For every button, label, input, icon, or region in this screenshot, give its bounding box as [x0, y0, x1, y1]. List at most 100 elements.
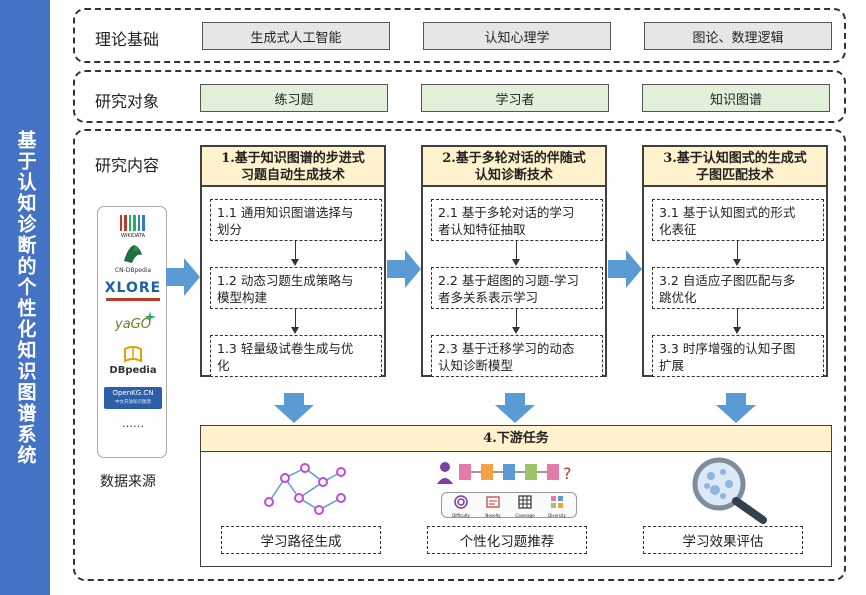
- theory-label: 理论基础: [95, 30, 160, 49]
- dbpedia-logo-text: DBpedia: [109, 365, 157, 376]
- flow-connector: [737, 241, 738, 259]
- sub-text-line: 3.3 时序增强的认知子图: [659, 341, 796, 356]
- sub-text-line: 认知诊断模型: [438, 358, 514, 373]
- flow-connector: [516, 241, 517, 259]
- downstream-task-title: 4.下游任务: [201, 426, 831, 452]
- tech-box-1: 1.基于知识图谱的步进式 习题自动生成技术 1.1 通用知识图谱选择与 划分 1…: [200, 145, 386, 377]
- tech-box-2-sub-1: 2.1 基于多轮对话的学习 者认知特征抽取: [431, 199, 603, 241]
- openkg-logo-subtext: 中文开放知识图谱: [115, 400, 151, 405]
- recommendation-flow-icon: ?: [437, 462, 572, 484]
- flow-arrowhead-icon: [291, 259, 299, 266]
- tech-box-2-sub-2: 2.2 基于超图的习题-学习 者多关系表示学习: [431, 267, 603, 309]
- sub-text-line: 3.1 基于认知图式的形式: [659, 205, 796, 220]
- arrow-down-icon: [495, 393, 535, 423]
- cndbpedia-logo-icon: [124, 245, 142, 263]
- metric-difficulty: Difficulty: [446, 494, 476, 518]
- flow-connector: [295, 241, 296, 259]
- coverage-icon: [518, 495, 532, 509]
- flow-connector: [737, 309, 738, 327]
- tech-box-2-sub-3: 2.3 基于迁移学习的动态 认知诊断模型: [431, 335, 603, 377]
- dbpedia-logo-icon: [124, 346, 142, 363]
- tech-box-2-title-line2: 认知诊断技术: [474, 168, 553, 183]
- yago-logo-text: yaGO: [115, 317, 151, 332]
- sub-text-line: 化: [217, 358, 230, 373]
- theory-item-graph-logic: 图论、数理逻辑: [644, 22, 832, 50]
- flow-arrowhead-icon: [733, 259, 741, 266]
- task-learning-evaluation: 学习效果评估: [643, 526, 803, 554]
- sub-text-line: 1.2 动态习题生成策略与: [217, 273, 354, 288]
- tech-box-1-title-line2: 习题自动生成技术: [240, 168, 345, 183]
- cndbpedia-logo-text: CN-DBpedia: [114, 267, 152, 274]
- downstream-task-box: 4.下游任务 ?: [200, 425, 832, 567]
- flow-arrowhead-icon: [291, 327, 299, 334]
- tech-box-3-sub-2: 3.2 自适应子图匹配与多 跳优化: [652, 267, 824, 309]
- flow-connector: [295, 309, 296, 327]
- sub-text-line: 2.3 基于迁移学习的动态: [438, 341, 575, 356]
- sub-text-line: 1.1 通用知识图谱选择与: [217, 205, 354, 220]
- flow-arrowhead-icon: [512, 327, 520, 334]
- object-item-knowledge-graph: 知识图谱: [642, 84, 830, 112]
- recommendation-metrics-panel: Difficulty Novelty Coverage Diversity: [441, 492, 577, 518]
- metric-diversity-label: Diversity: [548, 513, 566, 518]
- yago-star-icon: [144, 311, 156, 323]
- tech-box-1-sub-1: 1.1 通用知识图谱选择与 划分: [210, 199, 382, 241]
- sub-text-line: 划分: [217, 222, 243, 237]
- arrow-right-icon: [166, 258, 200, 296]
- magnifier-evaluation-icon: [692, 457, 767, 524]
- arrow-down-icon: [274, 393, 314, 423]
- target-icon: [454, 495, 468, 509]
- tech-box-2-title-line1: 2.基于多轮对话的伴随式: [442, 151, 586, 166]
- metric-coverage-label: Coverage: [515, 513, 535, 518]
- flow-arrowhead-icon: [733, 327, 741, 334]
- wikidata-logo-icon: [120, 215, 145, 231]
- object-item-exercises: 练习题: [200, 84, 388, 112]
- tech-box-2-header: 2.基于多轮对话的伴随式 认知诊断技术: [423, 147, 605, 187]
- tech-box-3-sub-3: 3.3 时序增强的认知子图 扩展: [652, 335, 824, 377]
- tech-box-2: 2.基于多轮对话的伴随式 认知诊断技术 2.1 基于多轮对话的学习 者认知特征抽…: [421, 145, 607, 377]
- tech-box-3-sub-1: 3.1 基于认知图式的形式 化表征: [652, 199, 824, 241]
- arrow-right-icon: [387, 250, 421, 288]
- sub-text-line: 跳优化: [659, 290, 697, 305]
- flow-arrowhead-icon: [512, 259, 520, 266]
- sub-text-line: 者多关系表示学习: [438, 290, 539, 305]
- more-sources-ellipsis: ……: [122, 417, 144, 430]
- sub-text-line: 1.3 轻量级试卷生成与优: [217, 341, 354, 356]
- arrow-down-icon: [716, 393, 756, 423]
- learning-path-graph-icon: [264, 463, 346, 515]
- content-label: 研究内容: [95, 156, 160, 175]
- data-sources-panel: WIKIDATA CN-DBpedia XLORE yaGO DBpedia O…: [97, 206, 167, 458]
- sub-text-line: 3.2 自适应子图匹配与多: [659, 273, 796, 288]
- arrow-right-icon: [608, 250, 642, 288]
- tech-box-1-sub-3: 1.3 轻量级试卷生成与优 化: [210, 335, 382, 377]
- novelty-icon: [486, 496, 500, 508]
- object-item-learners: 学习者: [421, 84, 609, 112]
- theory-item-cognitive-psych: 认知心理学: [423, 22, 611, 50]
- tech-box-1-title-line1: 1.基于知识图谱的步进式: [221, 151, 365, 166]
- task-learning-path: 学习路径生成: [221, 526, 381, 554]
- side-title-bar: 基于认知诊断的个性化知识图谱系统: [0, 0, 50, 595]
- metric-diversity: Diversity: [542, 494, 572, 518]
- diversity-icon: [551, 496, 563, 508]
- sub-text-line: 化表征: [659, 222, 697, 237]
- sub-text-line: 2.1 基于多轮对话的学习: [438, 205, 575, 220]
- system-title: 基于认知诊断的个性化知识图谱系统: [14, 129, 37, 466]
- tech-box-3-header: 3.基于认知图式的生成式 子图匹配技术: [644, 147, 826, 187]
- metric-coverage: Coverage: [510, 494, 540, 518]
- sub-text-line: 模型构建: [217, 290, 268, 305]
- openkg-logo-text: OpenKG.CN: [112, 389, 154, 397]
- sub-text-line: 者认知特征抽取: [438, 222, 526, 237]
- sub-text-line: 2.2 基于超图的习题-学习: [438, 273, 579, 288]
- metric-novelty: Novelty: [478, 494, 508, 518]
- sub-text-line: 扩展: [659, 358, 685, 373]
- flow-connector: [516, 309, 517, 327]
- xlore-logo-text: XLORE: [104, 280, 162, 296]
- metric-novelty-label: Novelty: [485, 513, 501, 518]
- wikidata-logo-text: WIKIDATA: [120, 233, 146, 239]
- xlore-logo-bar: [106, 298, 160, 301]
- tech-box-1-header: 1.基于知识图谱的步进式 习题自动生成技术: [202, 147, 384, 187]
- openkg-logo: OpenKG.CN 中文开放知识图谱: [104, 387, 162, 409]
- objects-label: 研究对象: [95, 92, 160, 111]
- theory-item-genai: 生成式人工智能: [202, 22, 390, 50]
- data-sources-label: 数据来源: [100, 474, 156, 490]
- tech-box-3: 3.基于认知图式的生成式 子图匹配技术 3.1 基于认知图式的形式 化表征 3.…: [642, 145, 828, 377]
